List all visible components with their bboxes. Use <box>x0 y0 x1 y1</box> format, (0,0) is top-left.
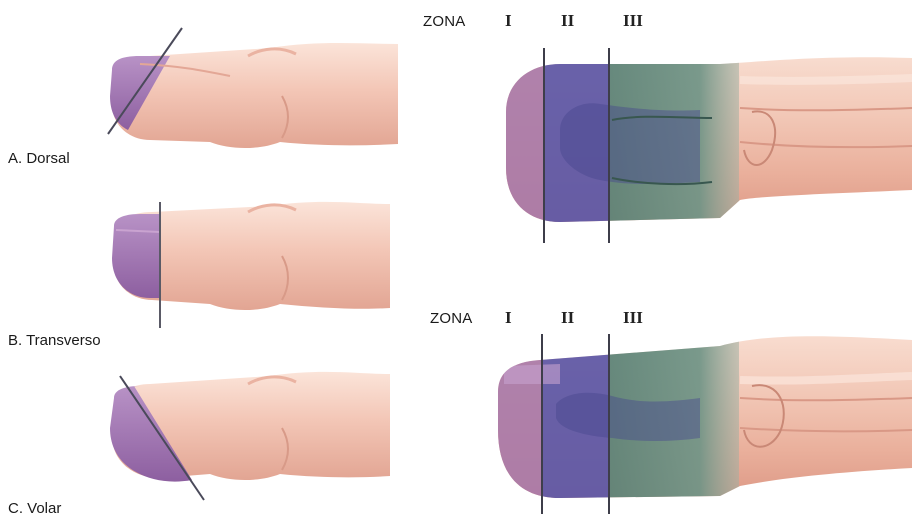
zone-diagram-top <box>500 48 912 243</box>
label-volar: C. Volar <box>8 500 61 517</box>
zone-numeral-ii-top: II <box>561 11 574 31</box>
zone-numeral-i-bottom: I <box>505 308 512 328</box>
zona-heading-top: ZONA <box>423 13 465 30</box>
label-transverse: B. Transverso <box>8 332 101 349</box>
finger-transverse <box>112 202 390 328</box>
zona-heading-bottom: ZONA <box>430 310 472 327</box>
zone-numeral-i-top: I <box>505 11 512 31</box>
zone-numeral-ii-bottom: II <box>561 308 574 328</box>
zone-diagram-bottom <box>490 330 912 514</box>
zone-numeral-iii-top: III <box>623 11 643 31</box>
zone-numeral-iii-bottom: III <box>623 308 643 328</box>
finger-dorsal <box>108 28 398 148</box>
finger-volar <box>110 372 390 500</box>
label-dorsal: A. Dorsal <box>8 150 70 167</box>
